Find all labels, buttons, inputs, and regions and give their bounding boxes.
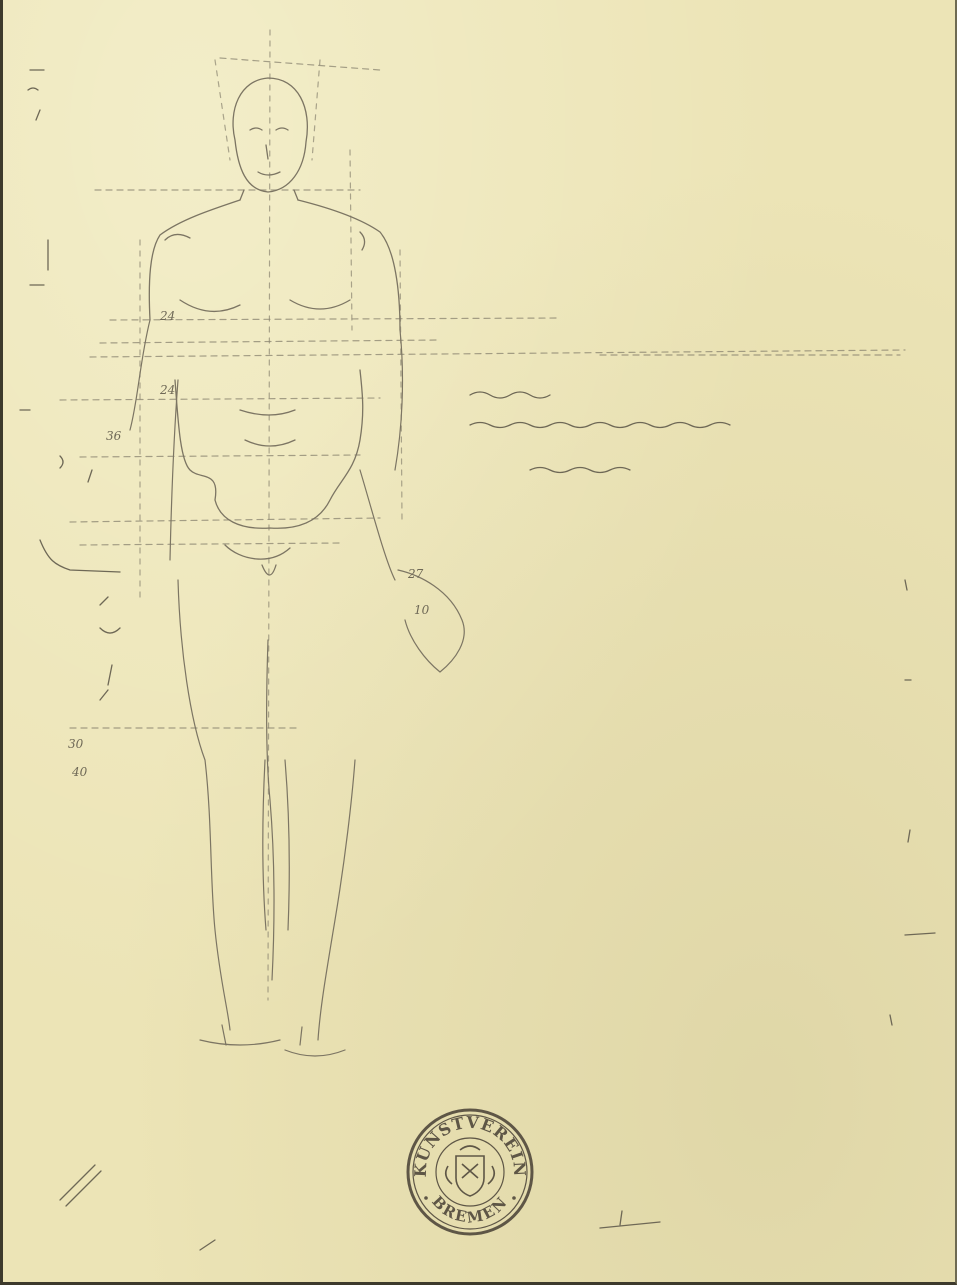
svg-text:KUNSTVEREIN: KUNSTVEREIN: [411, 1113, 530, 1178]
numeral-36: 36: [106, 429, 122, 443]
numeral-24-upper: 24: [159, 309, 175, 323]
numeral-27: 27: [407, 567, 424, 581]
margin-marks: [20, 70, 935, 1250]
stamp-top-text: KUNSTVEREIN: [411, 1113, 530, 1178]
numeral-10: 10: [414, 603, 430, 617]
numeral-30: 30: [68, 737, 84, 751]
collection-stamp: KUNSTVEREIN BREMEN: [404, 1106, 536, 1238]
numeral-24-lower: 24: [159, 383, 175, 397]
right-arm: [360, 330, 464, 672]
torso: [149, 200, 400, 575]
legs: [178, 580, 355, 1056]
measurement-lines: [60, 58, 905, 728]
numeral-40: 40: [71, 765, 88, 779]
stamp-crest-icon: [446, 1146, 495, 1196]
